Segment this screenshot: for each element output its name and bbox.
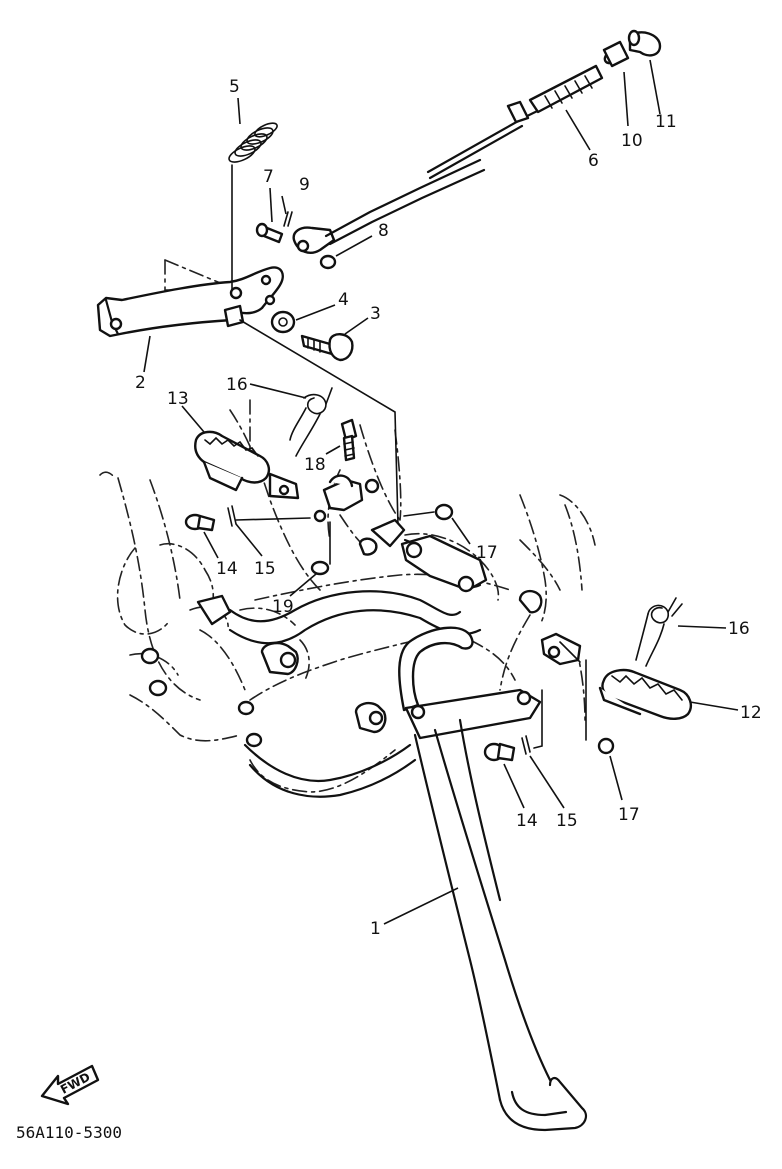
callout-15-right: 15 xyxy=(556,811,578,831)
callout-14-right: 14 xyxy=(516,811,538,831)
callout-17-left: 17 xyxy=(476,543,498,563)
callout-labels: 5 7 9 8 4 3 6 10 11 2 16 13 18 14 15 19 … xyxy=(135,77,762,939)
callout-4: 4 xyxy=(338,290,349,310)
brake-pedal xyxy=(96,259,284,338)
callout-11: 11 xyxy=(655,112,677,132)
callout-19: 19 xyxy=(272,597,294,617)
left-footrest-pins xyxy=(184,505,311,532)
callout-2: 2 xyxy=(135,373,146,393)
sidestand xyxy=(398,626,588,1132)
callout-12: 12 xyxy=(740,703,762,723)
callout-9: 9 xyxy=(299,175,310,195)
brake-rod-assembly xyxy=(255,29,662,254)
right-footrest xyxy=(540,597,692,741)
callout-15-left: 15 xyxy=(254,559,276,579)
figure-code: 56A110-5300 xyxy=(16,1123,122,1142)
pedal-pivot-leader xyxy=(239,319,399,526)
callout-7: 7 xyxy=(263,167,274,187)
forward-arrow: FWD xyxy=(40,1064,100,1106)
callout-10: 10 xyxy=(621,131,643,151)
callout-1: 1 xyxy=(370,919,381,939)
footrest-bracket-fasteners xyxy=(310,418,406,576)
left-footrest xyxy=(194,387,333,500)
fasteners-pedal xyxy=(270,254,354,362)
callout-8: 8 xyxy=(378,221,389,241)
callout-14-left: 14 xyxy=(216,559,238,579)
callout-18: 18 xyxy=(304,455,326,475)
callout-17-right: 17 xyxy=(618,805,640,825)
return-spring xyxy=(228,122,278,291)
right-footrest-pins xyxy=(483,689,615,762)
callout-16-right: 16 xyxy=(728,619,750,639)
callout-6: 6 xyxy=(588,151,599,171)
callout-3: 3 xyxy=(370,304,381,324)
callout-5: 5 xyxy=(229,77,240,97)
callout-16-left: 16 xyxy=(226,375,248,395)
left-frame-fasteners xyxy=(140,474,543,748)
leader-lines xyxy=(143,59,739,925)
callout-13: 13 xyxy=(167,389,189,409)
